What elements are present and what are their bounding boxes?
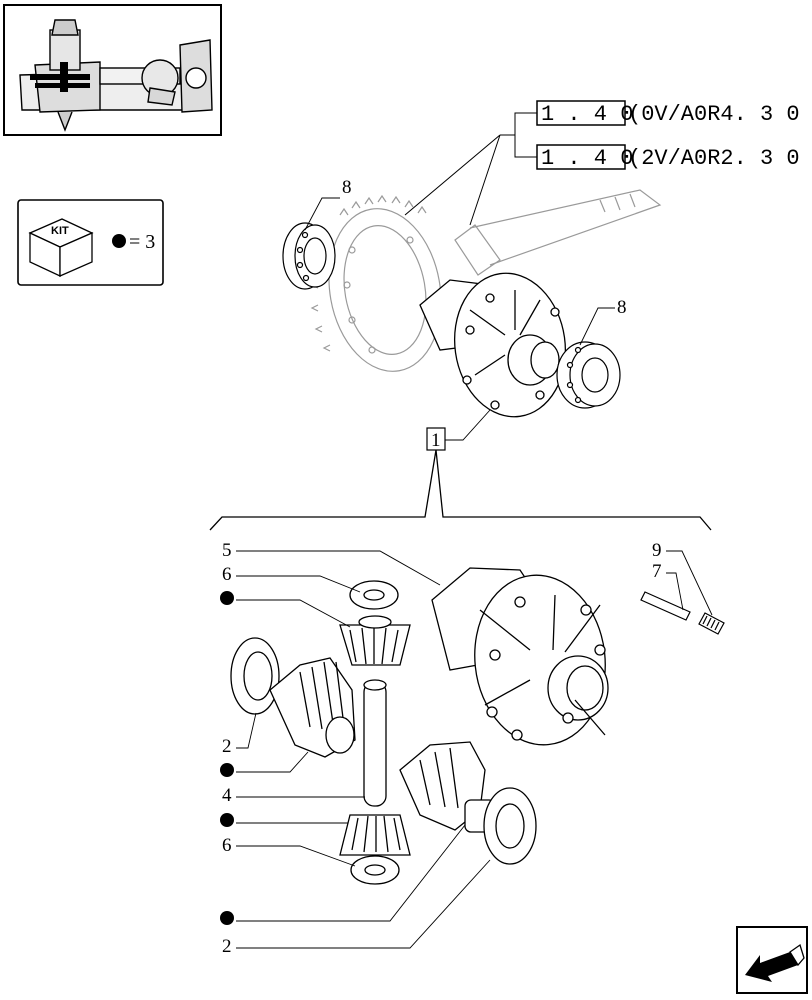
callout-5: 5 bbox=[222, 540, 441, 586]
bearing-right bbox=[556, 341, 621, 409]
callout-6-bottom: 6 bbox=[222, 835, 356, 867]
thrust-washer-left bbox=[230, 637, 280, 715]
assembly-thumbnail[interactable] bbox=[3, 4, 222, 136]
svg-text:4: 4 bbox=[222, 785, 232, 806]
pinion-shaft bbox=[363, 679, 387, 807]
spider-gear-bottom bbox=[339, 814, 411, 885]
spider-gear-top bbox=[339, 580, 411, 666]
kit-legend: KIT = 3 bbox=[17, 199, 164, 286]
kit-bullet-icon bbox=[220, 911, 234, 925]
bearing-left bbox=[282, 222, 336, 290]
svg-text:5: 5 bbox=[222, 540, 232, 561]
reference-code-1: 1 . 4 0 bbox=[541, 102, 633, 127]
side-gear-right bbox=[399, 741, 496, 833]
svg-text:7: 7 bbox=[652, 561, 662, 582]
differential-case bbox=[431, 567, 609, 746]
back-button[interactable] bbox=[736, 926, 808, 994]
kit-bullet-icon bbox=[220, 591, 234, 605]
svg-text:9: 9 bbox=[652, 540, 662, 561]
thrust-washer-right bbox=[483, 787, 537, 865]
callout-7: 7 bbox=[652, 561, 684, 611]
callout-4: 4 bbox=[222, 785, 365, 806]
callout-2-right: 2 bbox=[222, 859, 491, 957]
group-brace bbox=[209, 449, 712, 531]
reference-code-2: 1 . 4 0 bbox=[541, 146, 633, 171]
callout-bullet-bottom bbox=[220, 813, 348, 827]
kit-bullet-icon bbox=[220, 763, 234, 777]
svg-text:6: 6 bbox=[222, 564, 232, 585]
svg-text:8: 8 bbox=[342, 177, 352, 198]
svg-text:2: 2 bbox=[222, 736, 232, 757]
reference-suffix-1: (0V/A0R4. 3 0 4 ) bbox=[628, 102, 812, 127]
side-gear-left bbox=[269, 657, 356, 758]
callout-8-right: 8 bbox=[579, 297, 627, 346]
callout-8-left: 8 bbox=[304, 177, 352, 231]
callout-1[interactable]: 1 bbox=[426, 409, 491, 451]
callout-bullet-top bbox=[220, 591, 351, 628]
return-arrow-icon bbox=[745, 943, 805, 982]
kit-bullet-icon bbox=[112, 234, 126, 248]
svg-text:1: 1 bbox=[431, 430, 441, 451]
reference-link-2[interactable]: 1 . 4 0 (2V/A0R2. 3 0 4 / bbox=[536, 144, 812, 171]
reference-suffix-2: (2V/A0R2. 3 0 4 / bbox=[628, 146, 812, 171]
reference-link-1[interactable]: 1 . 4 0 (0V/A0R4. 3 0 4 ) bbox=[536, 100, 812, 127]
kit-label: KIT bbox=[51, 225, 69, 237]
roll-pin bbox=[640, 591, 691, 621]
reference-bracket bbox=[404, 112, 537, 226]
svg-text:8: 8 bbox=[617, 297, 627, 318]
kit-quantity: = 3 bbox=[129, 231, 155, 253]
callout-6-top: 6 bbox=[222, 564, 361, 593]
kit-bullet-icon bbox=[220, 813, 234, 827]
callout-9: 9 bbox=[652, 540, 713, 616]
callout-2-left: 2 bbox=[222, 712, 257, 757]
svg-text:6: 6 bbox=[222, 835, 232, 856]
callout-bullet-right bbox=[220, 824, 466, 925]
callout-bullet-left bbox=[220, 751, 309, 777]
set-screw bbox=[698, 612, 725, 635]
differential-case-upper bbox=[419, 272, 567, 418]
kit-box-icon bbox=[28, 218, 94, 278]
svg-text:2: 2 bbox=[222, 936, 232, 957]
